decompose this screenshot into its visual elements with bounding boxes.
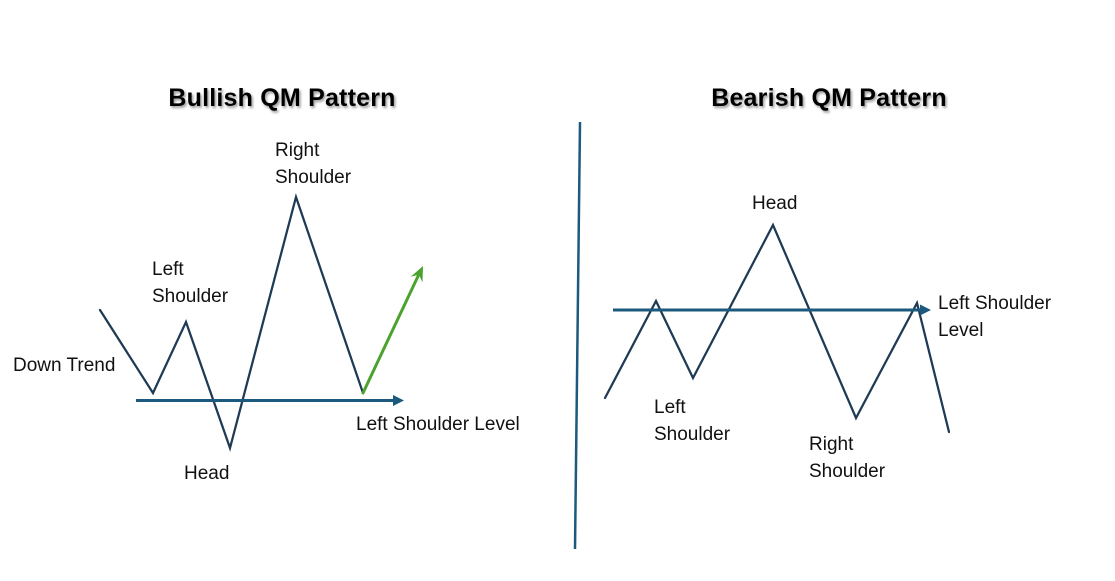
bullish-left-shoulder-label: Left Shoulder <box>152 259 229 307</box>
bearish-right-shoulder-label: Right Shoulder <box>809 434 886 482</box>
bearish-level-arrowhead-icon <box>920 304 931 316</box>
bullish-level-arrowhead-icon <box>393 395 404 406</box>
bullish-breakout-arrow-line <box>361 270 422 395</box>
bearish-zigzag-line <box>603 222 951 434</box>
bullish-down-trend-label: Down Trend <box>13 355 116 376</box>
panel-divider-line <box>573 121 582 550</box>
bullish-right-shoulder-label: Right Shoulder <box>275 140 352 188</box>
bullish-left-shoulder-level-label: Left Shoulder Level <box>356 414 520 435</box>
bearish-left-shoulder-label: Left Shoulder <box>654 397 731 445</box>
bearish-left-shoulder-level-label: Left Shoulder Level <box>938 293 1052 341</box>
bullish-zigzag-line <box>98 193 365 452</box>
bearish-panel-title: Bearish QM Pattern <box>711 84 947 112</box>
bullish-head-label: Head <box>184 463 230 484</box>
bullish-panel-title: Bullish QM Pattern <box>168 84 396 112</box>
bullish-breakout-arrowhead-icon <box>410 266 423 283</box>
bearish-head-label: Head <box>752 193 798 214</box>
